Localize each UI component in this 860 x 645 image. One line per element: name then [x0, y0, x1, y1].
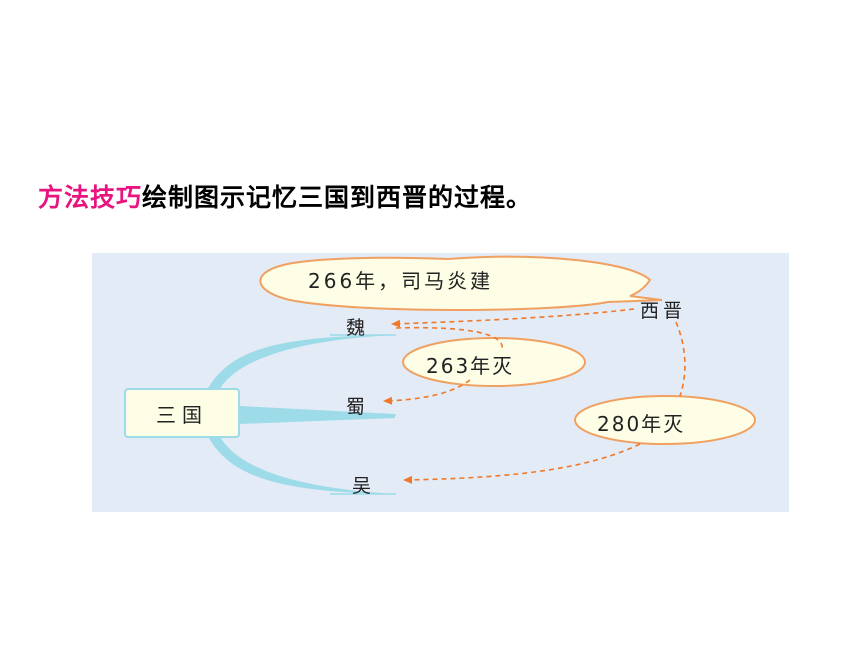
western-jin-label: 西晋	[640, 300, 687, 322]
callout-shu-destroyed-text: 263年灭	[426, 354, 515, 378]
callout-wu-destroyed	[574, 395, 756, 445]
page-title: 方法技巧绘制图示记忆三国到西晋的过程。	[38, 178, 532, 214]
method-tip-label: 方法技巧	[38, 183, 143, 212]
callout-wu-destroyed-text: 280年灭	[597, 412, 686, 436]
branch-wei	[206, 335, 395, 392]
three-kingdoms-box: 三国	[124, 388, 240, 438]
callout-jin-founded	[259, 255, 663, 311]
kingdom-shu: 蜀	[346, 396, 368, 418]
branch-shu	[240, 406, 395, 424]
kingdom-wu: 吴	[352, 475, 374, 497]
arrow-jin-to-wu	[675, 321, 686, 397]
instruction-text: 绘制图示记忆三国到西晋的过程。	[142, 183, 533, 212]
kingdom-wei: 魏	[346, 317, 368, 339]
arrow-wei-to-shu	[395, 326, 503, 351]
branch-wu	[206, 433, 395, 494]
callout-jin-founded-text: 266年，司马炎建	[308, 269, 494, 293]
arrow-jin-to-wei	[391, 308, 635, 328]
